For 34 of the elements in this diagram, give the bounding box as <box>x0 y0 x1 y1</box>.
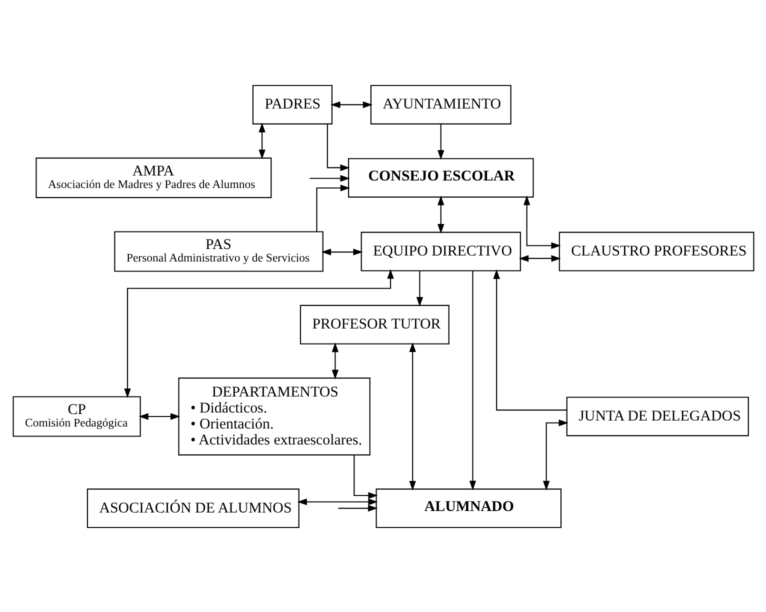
arrow <box>416 270 423 306</box>
arrow <box>468 270 476 490</box>
arrow <box>522 194 560 248</box>
node-box: EQUIPO DIRECTIVO <box>360 231 520 271</box>
arrow <box>138 412 180 420</box>
node-box: ALUMNADO <box>375 488 562 528</box>
arrow <box>338 504 378 512</box>
arrow <box>542 419 568 490</box>
node-box: CP Comisión Pedagógica <box>12 396 140 436</box>
arrow <box>331 342 338 379</box>
arrow <box>326 123 350 171</box>
arrow <box>320 248 362 255</box>
node-box: ASOCIACIÓN DE ALUMNOS <box>86 488 299 528</box>
node-box: PADRES <box>252 84 332 124</box>
node-box: PAS Personal Administrativo y de Servicios <box>114 230 323 272</box>
arrow <box>258 122 265 159</box>
arrow <box>518 254 560 262</box>
node-box: DEPARTAMENTOS • Didácticos. • Orientación. • Actividades extraescolares. <box>178 377 370 455</box>
arrow <box>316 184 350 232</box>
arrow <box>124 268 394 398</box>
arrow <box>330 100 372 108</box>
node-box: JUNTA DE DELEGADOS <box>566 396 748 436</box>
node-box: PROFESOR TUTOR <box>299 304 449 344</box>
node-box: AMPA Asociación de Madres y Padres de Alumnos <box>35 157 272 198</box>
node-box: CONSEJO ESCOLAR <box>348 158 534 198</box>
node-box: CLAUSTRO PROFESORES <box>558 231 754 271</box>
arrow <box>309 174 350 182</box>
node-box: AYUNTAMIENTO <box>370 84 511 124</box>
arrow <box>437 195 444 234</box>
arrow <box>492 268 566 410</box>
arrow <box>408 342 416 490</box>
arrow <box>437 124 444 160</box>
arrow <box>296 498 378 505</box>
arrow <box>353 454 378 498</box>
